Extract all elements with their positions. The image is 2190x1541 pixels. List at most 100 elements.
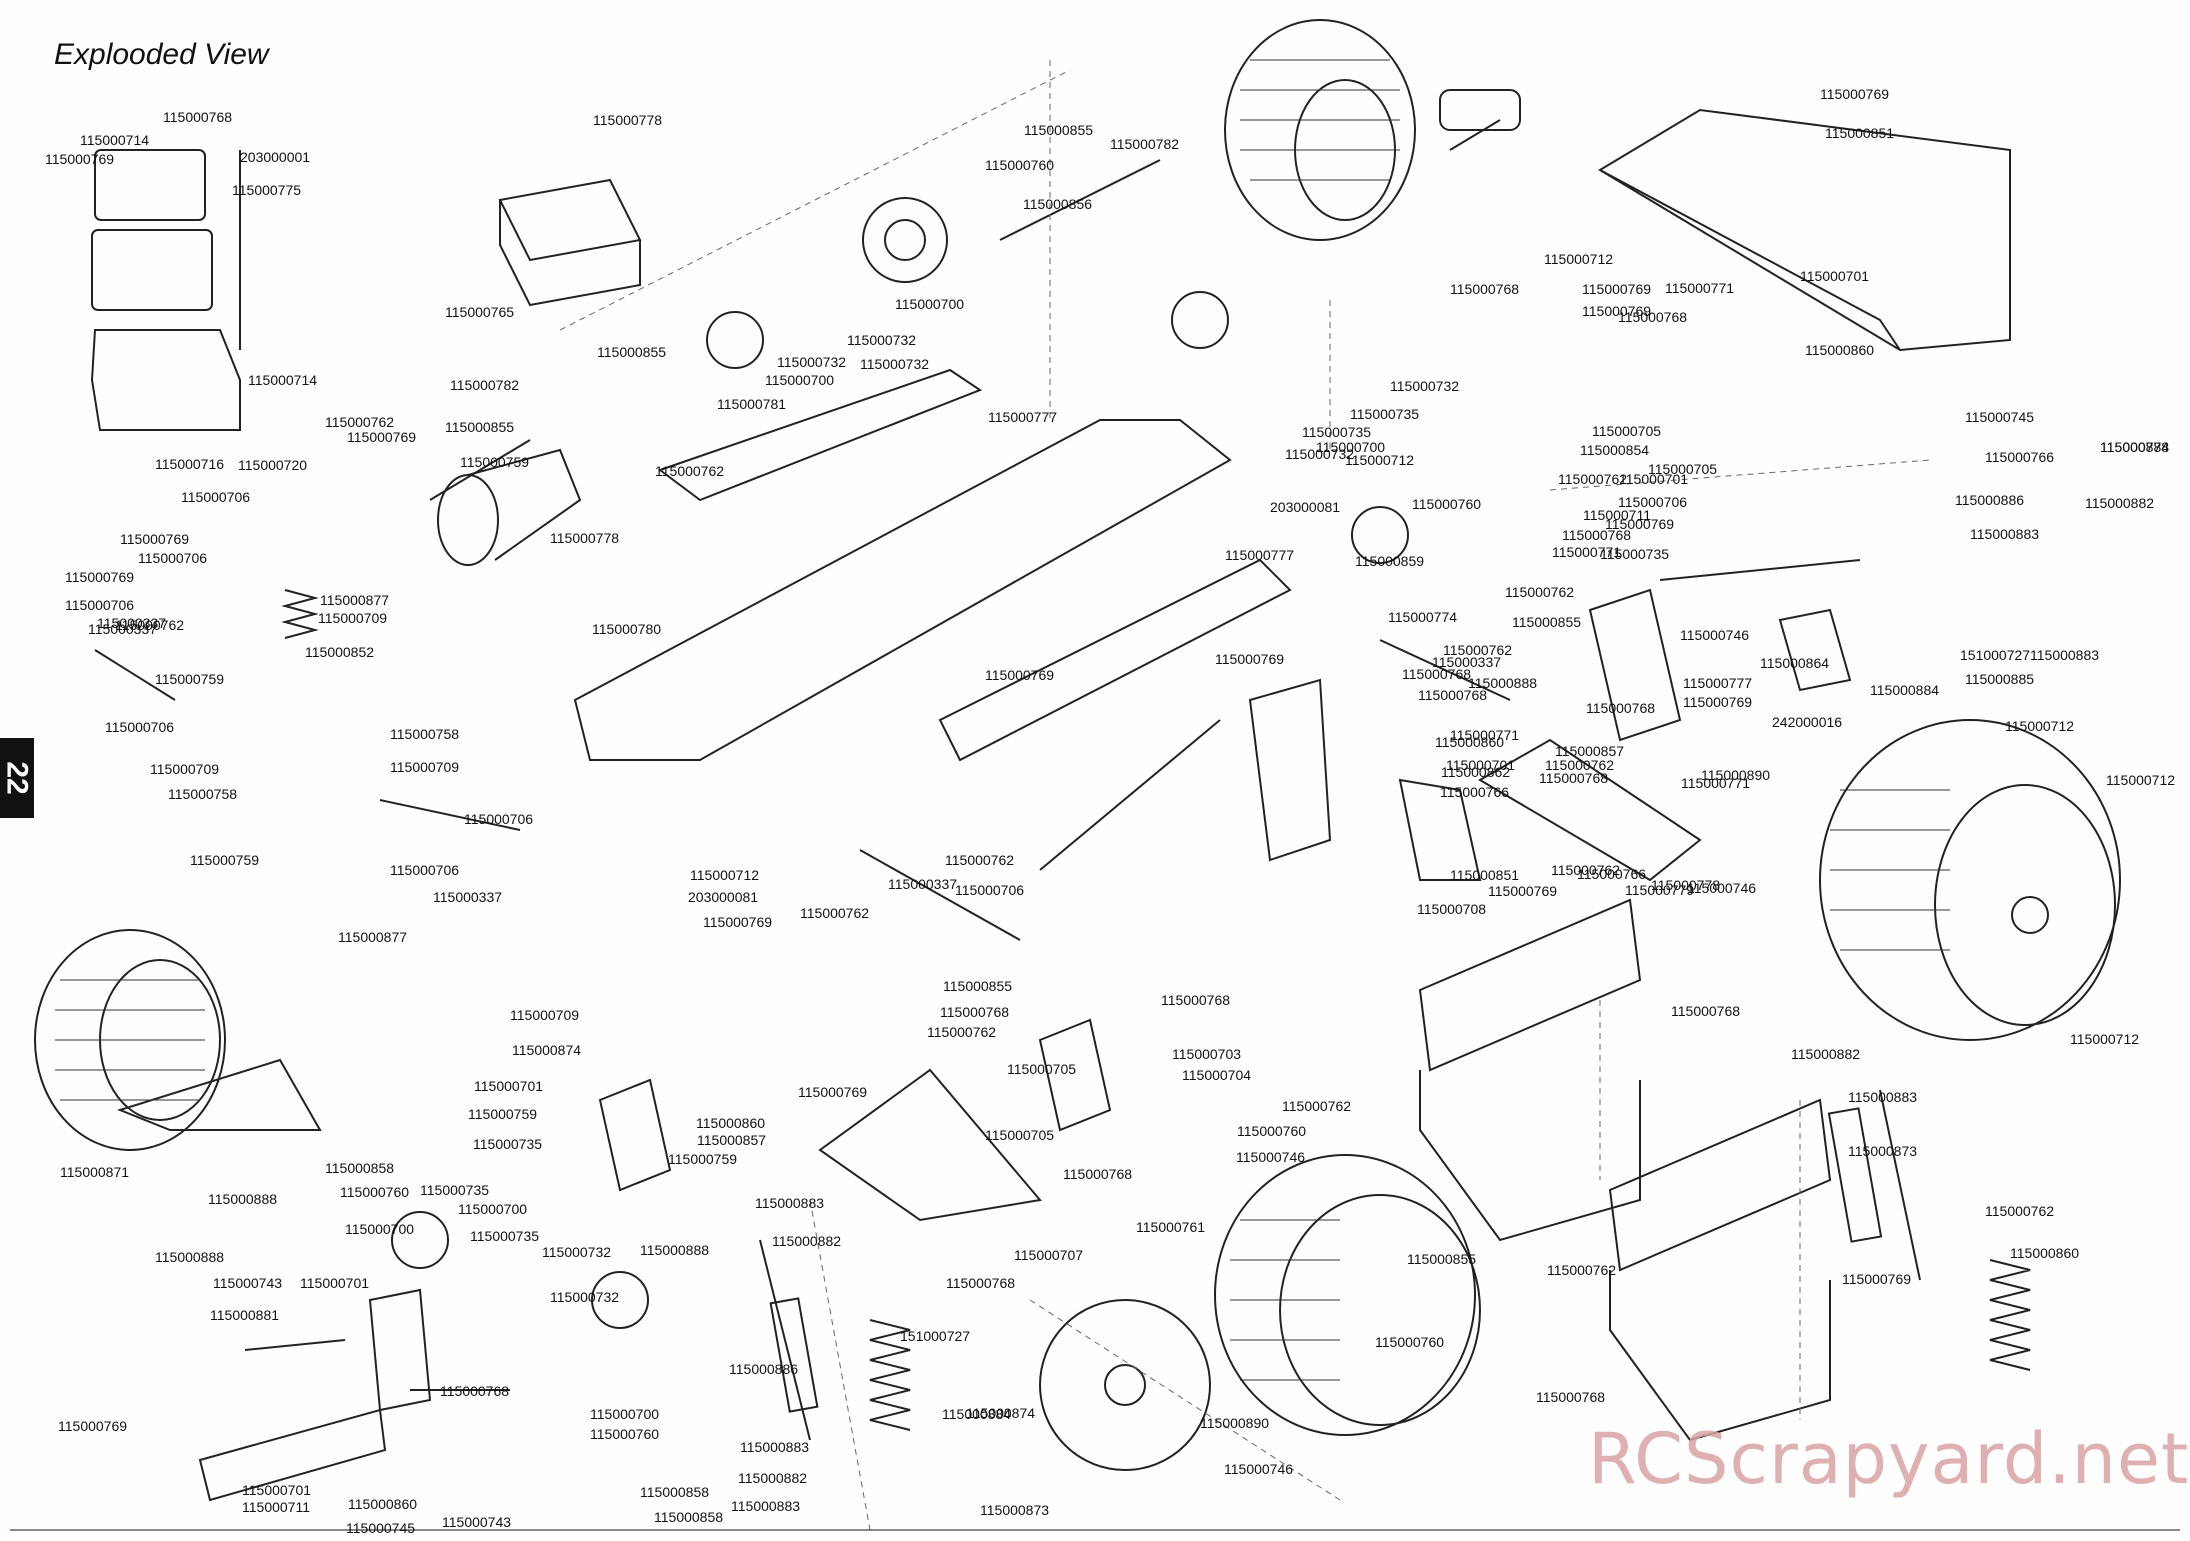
page-number-tab: 22 xyxy=(0,738,34,818)
part-number-label: 115000759 xyxy=(155,671,225,687)
part-number-label: 115000762 xyxy=(1551,862,1621,878)
part-number-label: 203000081 xyxy=(688,889,759,905)
part-number-label: 115000712 xyxy=(1345,452,1415,468)
part-number-label: 115000759 xyxy=(668,1151,738,1167)
part-number-label: 115000762 xyxy=(1545,757,1615,773)
part-number-label: 115000700 xyxy=(1316,439,1386,455)
part-number-label: 115000769 xyxy=(1215,651,1285,667)
part-number-label: 115000882 xyxy=(1791,1046,1861,1062)
part-number-label: 115000732 xyxy=(1390,378,1460,394)
part-number-label: 115000851 xyxy=(1450,867,1520,883)
part-number-label: 115000758 xyxy=(390,726,460,742)
part-number-label: 115000883 xyxy=(1848,1089,1918,1105)
part-number-label: 151000727 xyxy=(900,1328,971,1344)
part-number-label: 115000759 xyxy=(468,1106,538,1122)
part-number-label: 115000778 xyxy=(1651,877,1721,893)
part-number-label: 115000769 xyxy=(1820,86,1890,102)
part-number-label: 115000882 xyxy=(2085,495,2155,511)
part-number-label: 115000771 xyxy=(1681,775,1751,791)
part-number-label: 115000761 xyxy=(1136,1219,1206,1235)
part-number-label: 115000700 xyxy=(765,372,835,388)
part-number-label: 115000769 xyxy=(120,531,190,547)
part-number-label: 115000743 xyxy=(442,1514,512,1530)
part-number-label: 115000701 xyxy=(300,1275,370,1291)
part-number-label: 115000777 xyxy=(1225,547,1295,563)
part-number-label: 115000855 xyxy=(943,978,1013,994)
part-number-label: 115000706 xyxy=(181,489,251,505)
part-number-label: 115000768 xyxy=(1618,309,1688,325)
part-number-label: 115000760 xyxy=(985,157,1055,173)
part-number-label: 115000890 xyxy=(1200,1415,1270,1431)
part-number-label: 115000888 xyxy=(1468,675,1538,691)
part-number-label: 115000735 xyxy=(1350,406,1420,422)
part-number-label: 115000732 xyxy=(542,1244,612,1260)
part-number-label: 115000778 xyxy=(550,530,620,546)
part-number-label: 115000760 xyxy=(590,1426,660,1442)
part-number-label: 115000768 xyxy=(440,1383,510,1399)
part-number-label: 115000769 xyxy=(347,429,417,445)
part-number-label: 115000762 xyxy=(1547,1262,1617,1278)
part-number-label: 115000766 xyxy=(1440,784,1510,800)
part-number-label: 115000706 xyxy=(464,811,534,827)
part-number-label: 115000732 xyxy=(1285,446,1355,462)
part-number-label: 115000712 xyxy=(2005,718,2075,734)
part-number-label: 115000759 xyxy=(460,454,530,470)
part-number-label: 115000700 xyxy=(895,296,965,312)
part-number-label: 115000706 xyxy=(138,550,208,566)
part-number-label: 115000762 xyxy=(1558,471,1628,487)
part-number-label: 115000883 xyxy=(740,1439,810,1455)
part-number-label: 115000762 xyxy=(1443,642,1513,658)
part-number-label: 115000860 xyxy=(696,1115,766,1131)
part-number-label: 115000708 xyxy=(1417,901,1487,917)
part-number-label: 115000864 xyxy=(1760,655,1830,671)
part-number-label: 115000882 xyxy=(738,1470,808,1486)
part-number-label: 115000701 xyxy=(1619,471,1689,487)
part-number-label: 115000704 xyxy=(1182,1067,1252,1083)
part-number-label: 115000768 xyxy=(1450,281,1520,297)
part-number-label: 115000337 xyxy=(1432,654,1502,670)
part-number-label: 115000778 xyxy=(2100,439,2170,455)
part-number-label: 115000706 xyxy=(65,597,135,613)
part-number-label: 115000768 xyxy=(940,1004,1010,1020)
part-number-label: 115000782 xyxy=(1110,136,1180,152)
part-number-label: 115000762 xyxy=(1985,1203,2055,1219)
part-number-label: 115000762 xyxy=(655,463,725,479)
part-number-label: 115000762 xyxy=(325,414,395,430)
part-number-label: 115000714 xyxy=(248,372,318,388)
part-number-label: 115000860 xyxy=(1435,734,1505,750)
part-number-label: 115000745 xyxy=(346,1520,416,1536)
part-number-label: 115000883 xyxy=(2030,647,2100,663)
part-number-label: 115000705 xyxy=(1007,1061,1077,1077)
part-number-label: 115000768 xyxy=(163,109,233,125)
part-number-label: 115000781 xyxy=(717,396,787,412)
part-number-label: 115000746 xyxy=(1224,1461,1294,1477)
part-number-label: 115000874 xyxy=(966,1405,1036,1421)
part-number-label: 115000768 xyxy=(1586,700,1656,716)
part-number-label: 115000851 xyxy=(1825,125,1895,141)
part-number-label: 115000860 xyxy=(2010,1245,2080,1261)
part-number-label: 115000883 xyxy=(1970,526,2040,542)
part-number-label: 115000855 xyxy=(1512,614,1582,630)
part-number-label: 115000762 xyxy=(115,617,185,633)
part-number-label: 115000768 xyxy=(1161,992,1231,1008)
part-number-label: 115000854 xyxy=(1580,442,1650,458)
part-number-label: 115000337 xyxy=(97,615,167,631)
part-number-label: 115000745 xyxy=(1965,409,2035,425)
part-number-label: 115000774 xyxy=(1388,609,1458,625)
part-number-label: 115000886 xyxy=(729,1361,799,1377)
part-number-label: 115000762 xyxy=(1282,1098,1352,1114)
part-number-label: 115000765 xyxy=(445,304,515,320)
part-number-label: 115000701 xyxy=(1800,268,1870,284)
part-number-label: 115000782 xyxy=(450,377,520,393)
part-number-label: 115000701 xyxy=(1446,757,1516,773)
part-number-label: 115000709 xyxy=(510,1007,580,1023)
part-number-label: 115000855 xyxy=(1024,122,1094,138)
part-number-label: 115000769 xyxy=(1605,516,1675,532)
part-number-label: 115000883 xyxy=(755,1195,825,1211)
part-number-label: 115000884 xyxy=(2100,439,2170,455)
part-number-label: 115000705 xyxy=(985,1127,1055,1143)
part-number-label: 115000886 xyxy=(1955,492,2025,508)
part-number-label: 115000862 xyxy=(1441,764,1511,780)
part-number-label: 115000760 xyxy=(1237,1123,1307,1139)
